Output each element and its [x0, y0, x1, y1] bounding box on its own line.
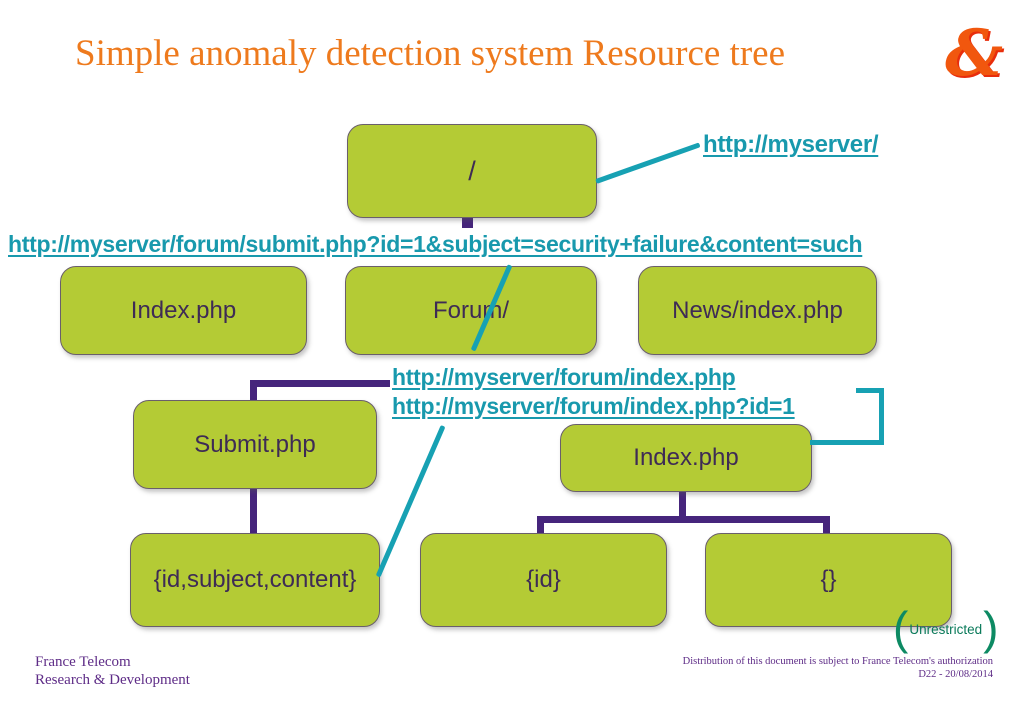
badge-label: Unrestricted: [909, 621, 983, 637]
node-news-index-php-label: News/index.php: [672, 296, 843, 324]
node-id-subject-content: {id,subject,content}: [130, 533, 380, 627]
connector-forum-submit-horizontal: [250, 380, 390, 387]
node-forum-index-php-label: Index.php: [633, 444, 739, 471]
connector-index3-id-drop: [537, 516, 544, 535]
node-index-php: Index.php: [60, 266, 307, 355]
node-empty-set: {}: [705, 533, 952, 627]
connector-index3-empty-drop: [823, 516, 830, 535]
france-telecom-ampersand-logo: &: [945, 16, 1003, 91]
connector-index3-children-horizontal: [537, 516, 830, 523]
url-forum-index[interactable]: http://myserver/forum/index.php: [392, 364, 736, 390]
footer-notice-line2: D22 - 20/08/2014: [918, 669, 993, 680]
connector-forum-submit-vertical: [250, 380, 257, 402]
badge-close-paren: ): [983, 602, 999, 654]
footer-org-line1: France Telecom: [35, 654, 131, 670]
node-id-label: {id}: [526, 566, 561, 593]
callout-line-root-url: [595, 142, 701, 184]
footer-notice-line1: Distribution of this document is subject…: [682, 656, 993, 667]
page-title: Simple anomaly detection system Resource…: [75, 33, 785, 74]
node-forum-label: Forum/: [432, 296, 509, 324]
footer-org-line2: Research & Development: [35, 672, 190, 688]
node-id: {id}: [420, 533, 667, 627]
node-submit-php-label: Submit.php: [194, 430, 316, 458]
node-news-index-php: News/index.php: [638, 266, 877, 355]
callout-bracket-side: [879, 388, 884, 445]
connector-root-stub: [462, 215, 473, 228]
node-id-subject-content-label: {id,subject,content}: [153, 566, 357, 593]
node-root-label: /: [468, 155, 476, 186]
node-root: /: [347, 124, 597, 218]
node-forum: Forum/: [345, 266, 597, 355]
unrestricted-badge: ( Unrestricted ): [893, 604, 998, 652]
callout-bracket-top: [856, 388, 884, 393]
node-index-php-label: Index.php: [130, 296, 237, 324]
node-forum-index-php: Index.php: [560, 424, 812, 492]
url-myserver-root[interactable]: http://myserver/: [703, 131, 879, 158]
url-forum-index-id[interactable]: http://myserver/forum/index.php?id=1: [392, 393, 795, 419]
connector-index3-stub: [679, 489, 686, 520]
node-empty-set-label: {}: [820, 566, 837, 593]
footer-notice: Distribution of this document is subject…: [683, 655, 993, 681]
node-submit-php: Submit.php: [133, 400, 377, 489]
connector-submit-params: [250, 486, 257, 535]
badge-open-paren: (: [893, 602, 909, 654]
url-forum-submit[interactable]: http://myserver/forum/submit.php?id=1&su…: [8, 231, 863, 257]
footer-organization: France Telecom Research & Development: [35, 653, 190, 689]
callout-bracket-bottom: [810, 440, 884, 445]
